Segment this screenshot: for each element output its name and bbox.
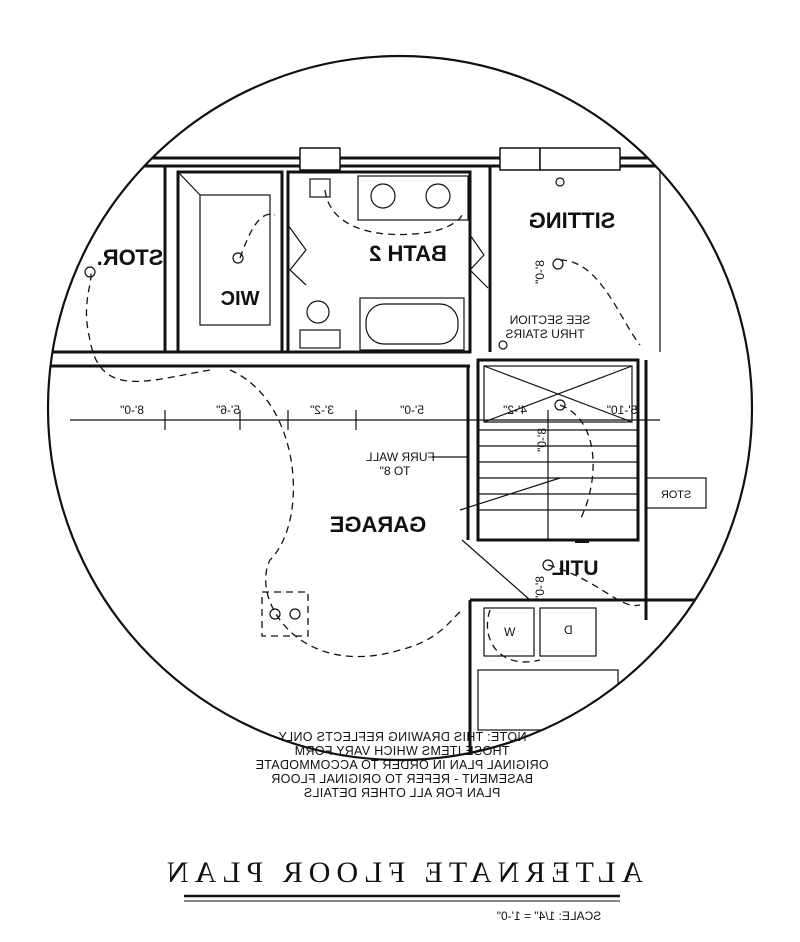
see-section-note-line1: SEE SECTION xyxy=(510,313,591,327)
note-line: THOSE ITEMS WHICH VARY FORM xyxy=(294,744,509,758)
drawing-title: ALTERNATE FLOOR PLAN xyxy=(161,856,643,889)
room-label-stor: STOR. xyxy=(97,245,164,270)
dimension-label: 3'-2" xyxy=(310,403,334,417)
room-label-garage: GARAGE xyxy=(330,512,427,537)
see-section-note-line2: THRU STAIRS xyxy=(505,327,584,341)
plan-linework xyxy=(48,147,752,760)
ceiling-height-stairs: 8'-0" xyxy=(535,428,549,452)
drawing-scale: SCALE: 1/4" = 1'-0" xyxy=(497,909,602,923)
washer-label: W xyxy=(503,625,515,639)
note-line: BASEMENT - REFER TO ORIGINAL FLOOR xyxy=(271,772,533,786)
room-label-stor-small: STOR xyxy=(661,489,691,501)
room-label-sitting: SITTING xyxy=(529,208,616,233)
room-label-bath: BATH 2 xyxy=(369,241,447,266)
dimension-label: 4'-2" xyxy=(503,403,527,417)
dimension-label: 8'-0" xyxy=(120,403,144,417)
room-label-util: UTIL xyxy=(552,557,599,580)
note-line: ORIGINAL PLAN IN ORDER TO ACCOMMODATE xyxy=(255,758,548,772)
dimension-label: 5'-0" xyxy=(400,403,424,417)
furr-wall-note-line2: TO 8" xyxy=(380,464,411,478)
room-label-wic: WIC xyxy=(221,288,260,310)
ceiling-height-util: 8'-0" xyxy=(533,576,547,600)
detail-circle xyxy=(46,54,754,762)
note-line: NOTE: THIS DRAWING REFLECTS ONLY xyxy=(278,730,527,744)
dimension-label: 5'-6" xyxy=(216,403,240,417)
furr-wall-note-line1: FURR WALL xyxy=(366,450,435,464)
dimension-label: 5'-10" xyxy=(607,403,638,417)
note-line: PLAN FOR ALL OTHER DETAILS xyxy=(304,786,501,800)
general-note: NOTE: THIS DRAWING REFLECTS ONLY THOSE I… xyxy=(255,730,548,800)
dryer-label: D xyxy=(564,623,573,637)
ceiling-height-sitting: 8'-0" xyxy=(533,260,547,284)
